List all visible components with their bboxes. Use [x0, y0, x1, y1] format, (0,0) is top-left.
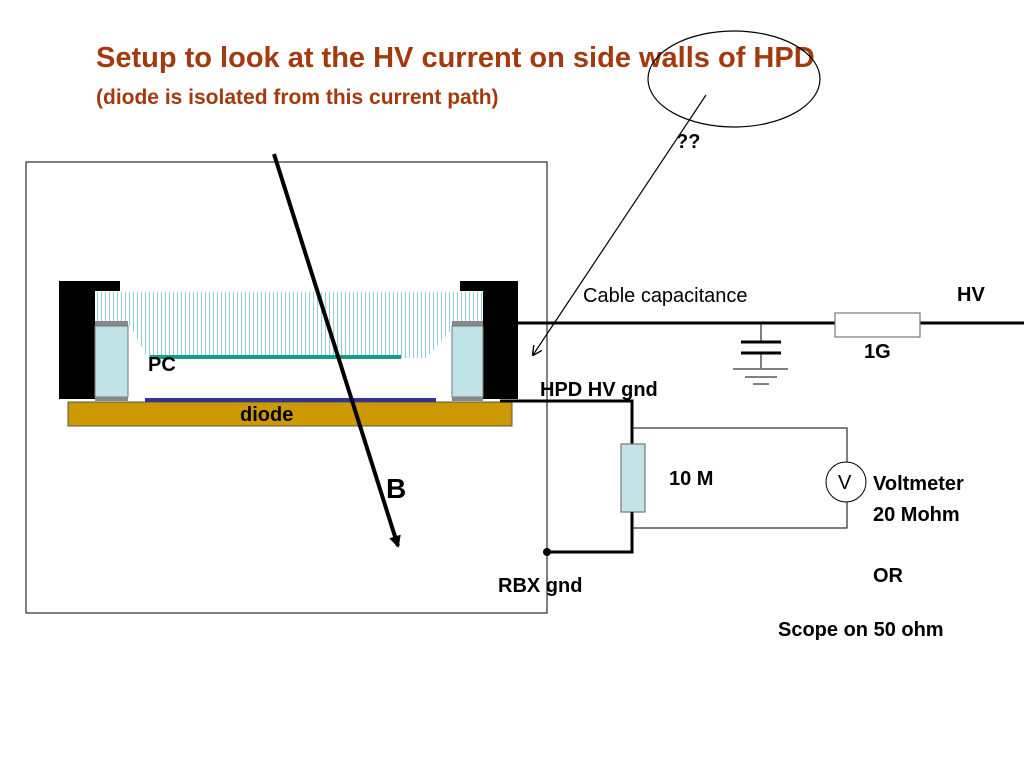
pc-label: PC [148, 354, 176, 376]
pointer-arrow [533, 94, 707, 355]
hpd-right-wall [483, 281, 518, 399]
voltmeter-resistance-label: 20 Mohm [873, 504, 960, 526]
resistor-10m-label: 10 M [669, 468, 713, 490]
highlight-ellipse [647, 30, 821, 128]
hpd-left-ceramic [94, 325, 129, 398]
capacitor-symbol [741, 323, 781, 368]
or-label: OR [873, 565, 904, 587]
slide-subtitle: (diode is isolated from this current pat… [96, 86, 499, 109]
resistor-1g [834, 312, 921, 338]
hpd-body [59, 281, 518, 427]
diode-base [67, 401, 513, 427]
rbx-gnd-wire [547, 512, 634, 554]
diode-label: diode [240, 404, 293, 426]
rbx-enclosure [25, 161, 548, 614]
ground-symbol [733, 368, 788, 385]
hpd-left-ring-bottom [95, 397, 128, 401]
hpd-left-wall-cap [95, 281, 120, 291]
voltmeter-wire-top [632, 427, 848, 462]
hpd-left-ring-top [95, 321, 128, 326]
voltmeter-circle [825, 461, 867, 503]
resistor-10m [620, 443, 646, 513]
voltmeter-wire-bottom [632, 502, 848, 529]
rbx-gnd-node [543, 548, 551, 556]
hpd-left-wall [59, 281, 95, 399]
cable-capacitance-label: Cable capacitance [583, 285, 748, 307]
hpd-right-ceramic [451, 325, 484, 398]
hpd-hv-gnd-label: HPD HV gnd [540, 379, 658, 401]
resistor-1g-label: 1G [864, 341, 891, 363]
hpd-right-ring-top [452, 321, 483, 326]
scope-label: Scope on 50 ohm [778, 619, 944, 641]
hpd-right-wall-cap [460, 281, 483, 291]
voltmeter-symbol-label: V [838, 472, 852, 494]
hv-label: HV [957, 284, 985, 306]
slide-title: Setup to look at the HV current on side … [96, 42, 815, 74]
voltmeter-label: Voltmeter [873, 473, 964, 495]
hpd-right-ring-bottom [452, 397, 483, 401]
b-field-label: B [386, 473, 406, 504]
rbx-gnd-label: RBX gnd [498, 575, 582, 597]
hpd-gnd-wire [500, 399, 634, 444]
question-label: ?? [676, 131, 700, 153]
hpd-vacuum-region [95, 292, 483, 358]
b-field-arrow [272, 153, 401, 548]
